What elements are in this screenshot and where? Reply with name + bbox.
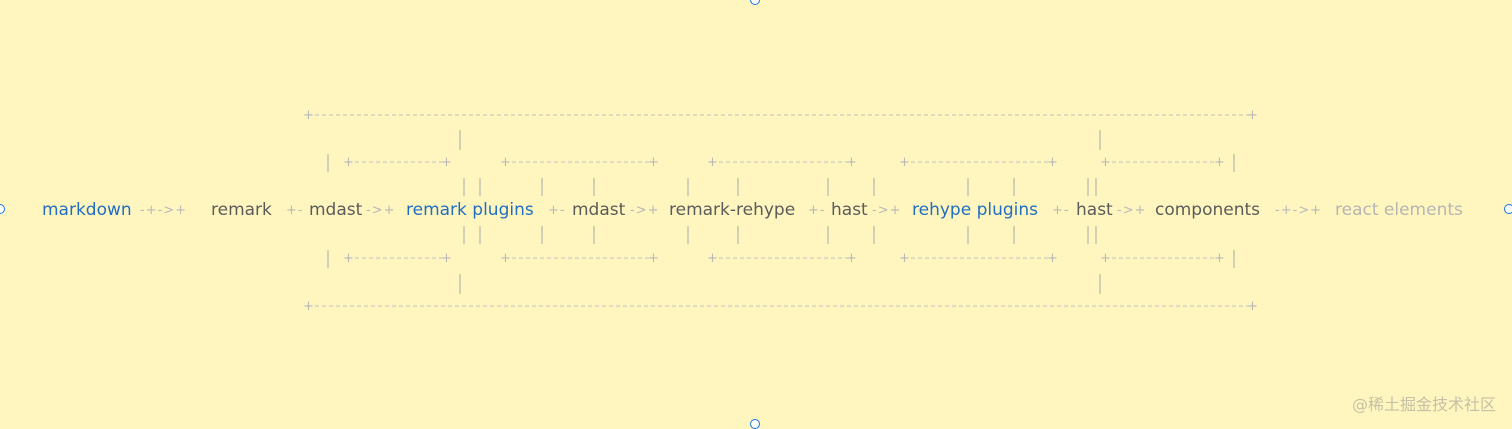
node-hast-2: hast [1076,200,1113,220]
svg-text:+: + [899,251,910,266]
node-components: components [1155,200,1261,220]
arrow-2-prefix: +- [286,203,304,218]
node-markdown: markdown [42,200,132,220]
svg-text:+: + [343,251,354,266]
svg-text:+: + [1247,108,1258,123]
node-hast-1: hast [831,200,868,220]
svg-text:+: + [1214,155,1225,170]
resize-handle-right[interactable] [1504,204,1512,214]
svg-text:+: + [303,108,314,123]
svg-text:+: + [1247,299,1258,314]
arrow-3: ->+ [366,203,396,218]
svg-text:+: + [500,251,511,266]
resize-handle-bottom[interactable] [750,419,760,429]
remark-plugins-box [505,161,652,259]
row-verticals [463,178,1097,244]
arrow-6-prefix: +- [808,203,826,218]
svg-text:+: + [441,251,452,266]
svg-text:+: + [1100,251,1111,266]
rehype-plugins-box [904,161,1052,259]
svg-text:+: + [1047,251,1058,266]
arrow-4-prefix: +- [548,203,566,218]
svg-text:+: + [846,251,857,266]
arrow-5: ->+ [630,203,660,218]
svg-text:+: + [1100,155,1111,170]
svg-text:+: + [441,155,452,170]
arrow-10: -+->+ [1275,203,1323,218]
node-remark-rehype: remark-rehype [669,200,796,220]
svg-text:+: + [899,155,910,170]
svg-text:+: + [1047,155,1058,170]
svg-text:+: + [846,155,857,170]
arrow-1: -+->+ [140,203,188,218]
svg-text:+: + [707,251,718,266]
svg-text:+: + [1214,251,1225,266]
node-mdast-1: mdast [309,200,363,220]
svg-text:+: + [343,155,354,170]
components-box [1105,154,1235,268]
svg-text:+: + [303,299,314,314]
node-mdast-2: mdast [572,200,626,220]
svg-text:+: + [648,251,659,266]
arrow-9: ->+ [1117,203,1147,218]
node-remark: remark [211,200,272,220]
svg-text:+: + [707,155,718,170]
svg-text:+: + [648,155,659,170]
node-react-elements: react elements [1335,200,1463,220]
arrow-8-prefix: +- [1052,203,1070,218]
node-rehype-plugins: rehype plugins [912,200,1038,220]
svg-text:+: + [500,155,511,170]
box-corners: + + + + + + + + + + + + + + + + + + + + [343,155,1225,266]
watermark: @稀土掘金技术社区 [1351,395,1496,414]
arrow-7: ->+ [872,203,902,218]
node-remark-plugins: remark plugins [406,200,534,220]
remark-rehype-box [712,161,850,259]
remark-box [327,154,444,268]
